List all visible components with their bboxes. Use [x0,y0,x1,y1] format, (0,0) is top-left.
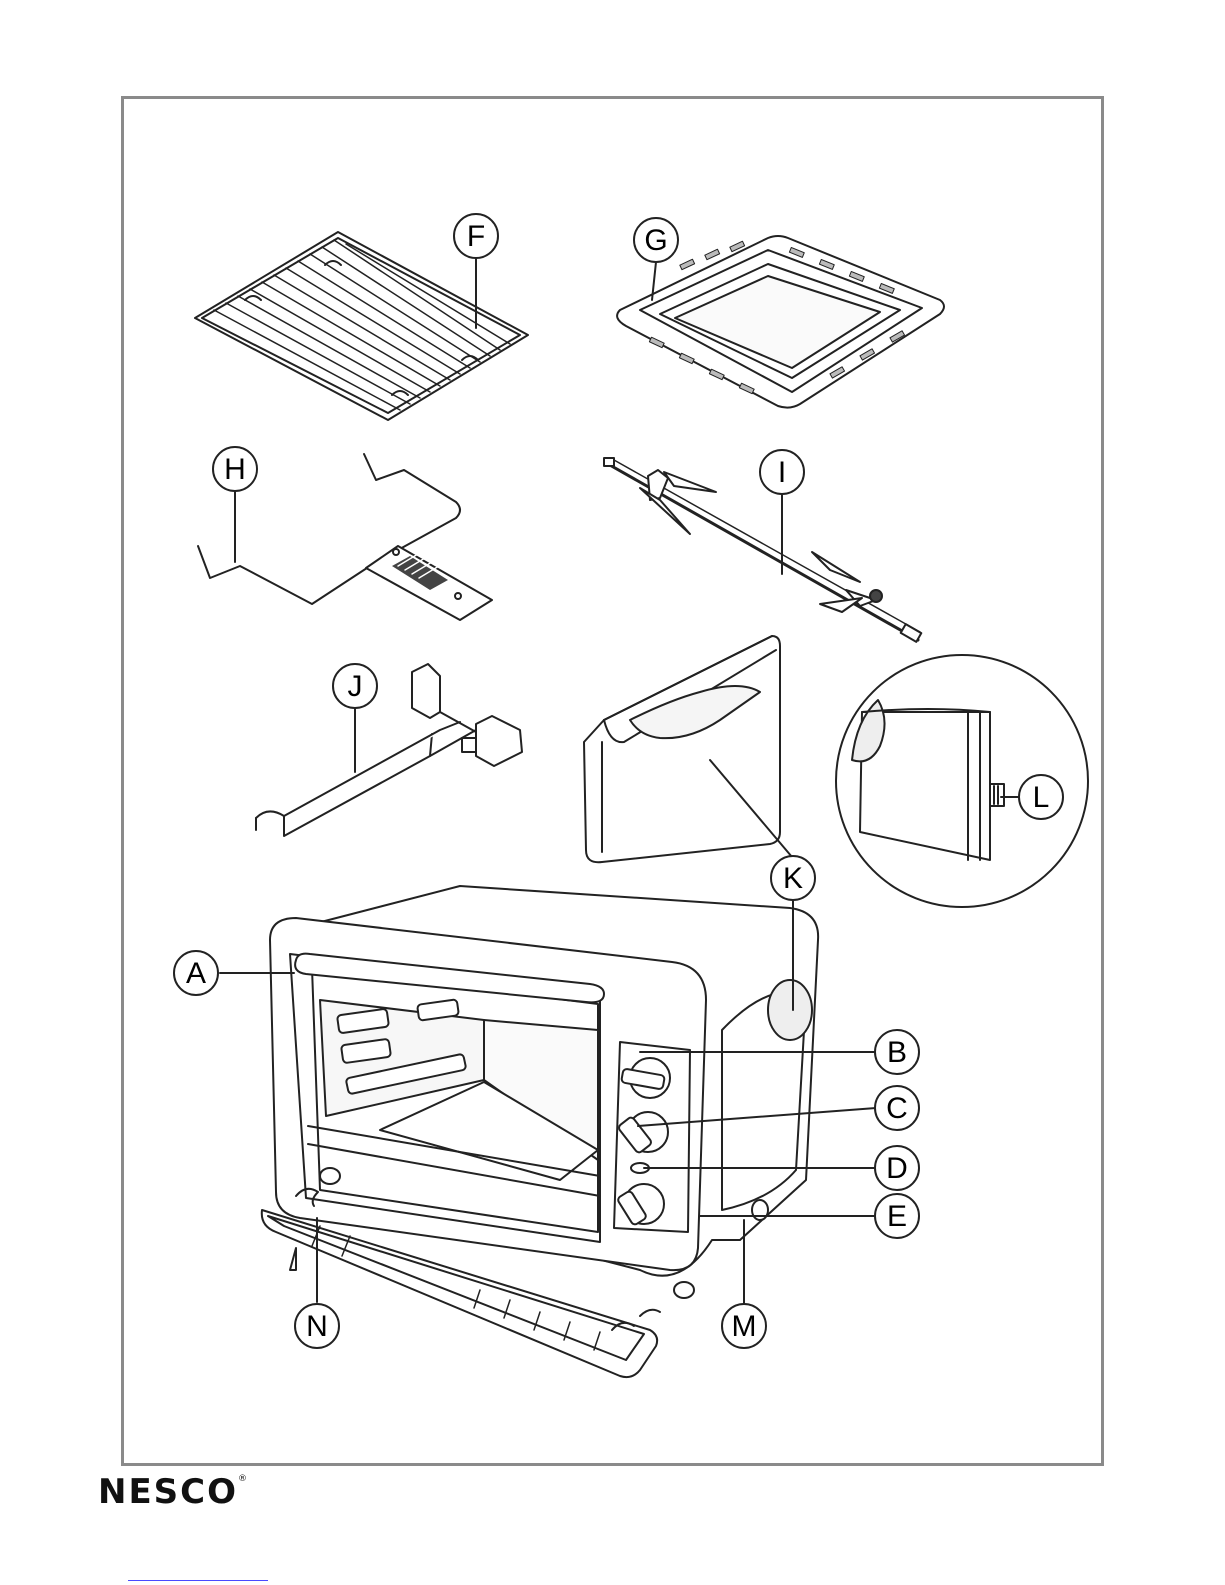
callout-g: G [634,218,678,262]
callout-k-label: K [783,862,803,895]
callout-l-label: L [1033,781,1050,814]
brand-logo: NESCO® [98,1472,249,1512]
rotisserie-spit-illustration [604,458,921,642]
callout-n-label: N [306,1310,328,1343]
callout-c: C [875,1086,919,1130]
callout-a: A [174,951,218,995]
callout-m-label: M [732,1310,757,1343]
callout-h-label: H [224,453,246,486]
toaster-oven-illustration [270,886,818,1298]
callout-l: L [1019,775,1063,819]
callout-i: I [760,450,804,494]
registered-mark: ® [238,1474,249,1484]
callout-e-label: E [887,1200,907,1233]
spit-lifter-illustration [256,664,522,836]
callout-e: E [875,1194,919,1238]
callout-n: N [295,1304,339,1348]
callout-m: M [722,1304,766,1348]
callout-f-label: F [467,220,485,253]
baking-tray-illustration [617,236,944,408]
footer-underline [128,1580,268,1581]
callout-c-label: C [886,1092,908,1125]
brand-name: NESCO [98,1472,238,1512]
callout-d: D [875,1146,919,1190]
callout-j-label: J [348,670,363,703]
callout-f: F [454,214,498,258]
callout-b-label: B [887,1036,907,1069]
callout-i-label: I [778,456,786,489]
callout-d-label: D [886,1152,908,1185]
callout-b: B [875,1030,919,1074]
callout-k: K [771,856,815,900]
wire-rack-illustration [195,232,528,420]
callout-a-label: A [186,957,206,990]
callout-h: H [213,447,257,491]
side-panel-illustration [584,636,780,862]
callout-g-label: G [644,224,667,257]
callout-j: J [333,664,377,708]
